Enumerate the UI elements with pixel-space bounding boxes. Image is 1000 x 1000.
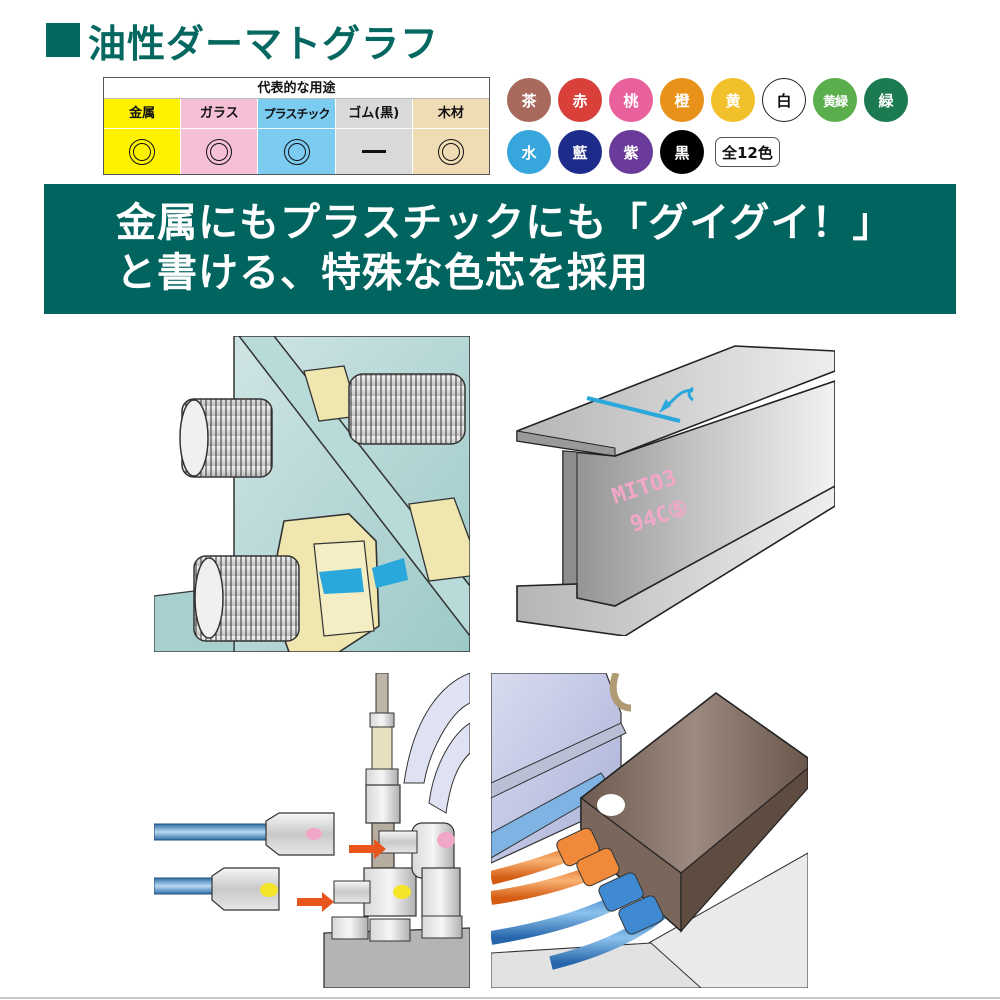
feature-banner: 金属にもプラスチックにも「グイグイ！」 と書ける、特殊な色芯を採用 bbox=[44, 184, 956, 314]
usage-col-plastic: プラスチック bbox=[258, 99, 336, 174]
illustration-h-beam: MITO3 94C⑤ bbox=[515, 336, 835, 636]
usage-table: 代表的な用途 金属 ガラス プラスチック ゴム(黒) 木材 bbox=[103, 77, 490, 175]
swatch-brown: 茶 bbox=[507, 78, 551, 122]
usage-label: 金属 bbox=[104, 99, 181, 129]
usage-col-metal: 金属 bbox=[104, 99, 182, 174]
bottom-divider bbox=[0, 997, 1000, 999]
total-colors-badge: 全12色 bbox=[715, 137, 780, 167]
bolts-illustration-icon bbox=[154, 336, 470, 652]
swatch-red: 赤 bbox=[558, 78, 602, 122]
banner-line-2: と書ける、特殊な色芯を採用 bbox=[116, 250, 649, 296]
swatch-white: 白 bbox=[762, 78, 806, 122]
double-circle-icon bbox=[437, 138, 464, 165]
swatch-orange: 橙 bbox=[660, 78, 704, 122]
square-bullet-icon bbox=[46, 23, 80, 57]
usage-col-rubber: ゴム(黒) bbox=[335, 99, 413, 174]
double-circle-icon bbox=[129, 138, 156, 165]
title-text: 油性ダーマトグラフ bbox=[88, 21, 440, 66]
page-title: 油性ダーマトグラフ bbox=[46, 14, 439, 66]
usage-label: プラスチック bbox=[258, 99, 335, 129]
double-circle-icon bbox=[206, 138, 233, 165]
swatch-green: 緑 bbox=[864, 78, 908, 122]
usage-label: ゴム(黒) bbox=[335, 99, 412, 129]
swatch-yellow: 黄 bbox=[711, 78, 755, 122]
usage-col-wood: 木材 bbox=[412, 99, 490, 174]
usage-label: ガラス bbox=[181, 99, 258, 129]
h-beam-illustration-icon: MITO3 94C⑤ bbox=[515, 336, 835, 636]
usage-table-header: 代表的な用途 bbox=[104, 78, 489, 99]
illustration-pipe-fittings bbox=[154, 673, 470, 988]
connector-box-illustration-icon bbox=[491, 673, 808, 988]
swatch-black: 黒 bbox=[660, 130, 704, 174]
illustration-bolts bbox=[154, 336, 470, 652]
swatch-indigo: 藍 bbox=[558, 130, 602, 174]
pipe-fittings-illustration-icon bbox=[154, 673, 470, 988]
color-swatches: 茶 赤 桃 橙 黄 白 黄緑 緑 水 藍 紫 黒 全12色 bbox=[507, 78, 927, 182]
usage-label: 木材 bbox=[412, 99, 490, 129]
swatch-purple: 紫 bbox=[609, 130, 653, 174]
usage-col-glass: ガラス bbox=[181, 99, 259, 174]
banner-line-1: 金属にもプラスチックにも「グイグイ！」 bbox=[116, 200, 894, 246]
swatch-yellow-green: 黄緑 bbox=[813, 78, 857, 122]
double-circle-icon bbox=[283, 138, 310, 165]
illustration-connector-box bbox=[491, 673, 808, 988]
swatch-pink: 桃 bbox=[609, 78, 653, 122]
dash-icon bbox=[361, 150, 386, 153]
swatch-light-blue: 水 bbox=[507, 130, 551, 174]
